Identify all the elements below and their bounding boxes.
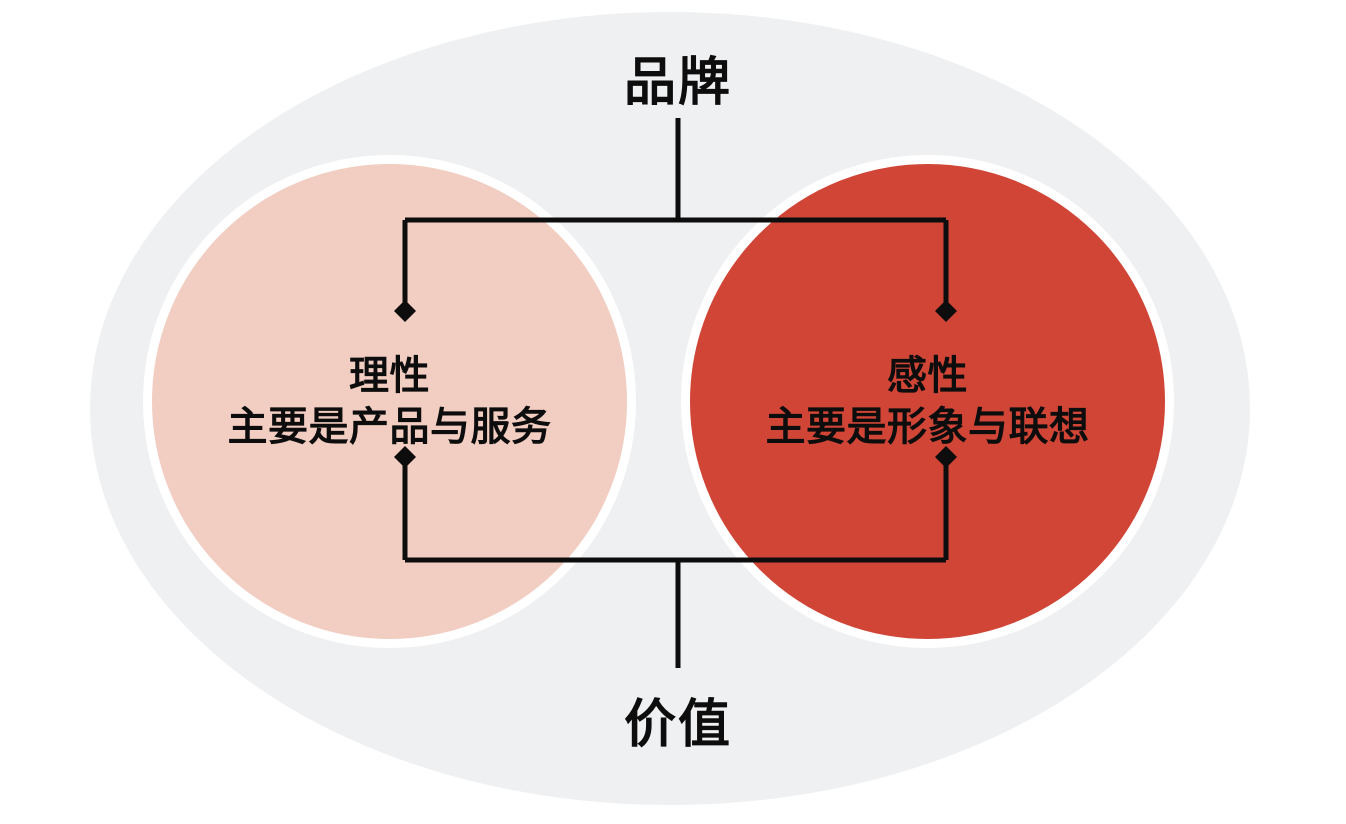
label-brand: 品牌 bbox=[623, 54, 732, 112]
lobe-rational-heading: 理性 bbox=[349, 354, 430, 399]
lobe-rational[interactable]: 理性 主要是产品与服务 bbox=[143, 155, 636, 648]
lobe-emotional-description: 主要是形象与联想 bbox=[765, 404, 1090, 449]
lobe-emotional-text: 感性 主要是形象与联想 bbox=[766, 351, 1090, 452]
lobe-rational-text: 理性 主要是产品与服务 bbox=[228, 351, 552, 452]
label-value: 价值 bbox=[623, 696, 732, 754]
lobe-emotional[interactable]: 感性 主要是形象与联想 bbox=[681, 155, 1174, 648]
lobe-rational-description: 主要是产品与服务 bbox=[227, 404, 552, 449]
lobe-emotional-heading: 感性 bbox=[887, 354, 968, 399]
